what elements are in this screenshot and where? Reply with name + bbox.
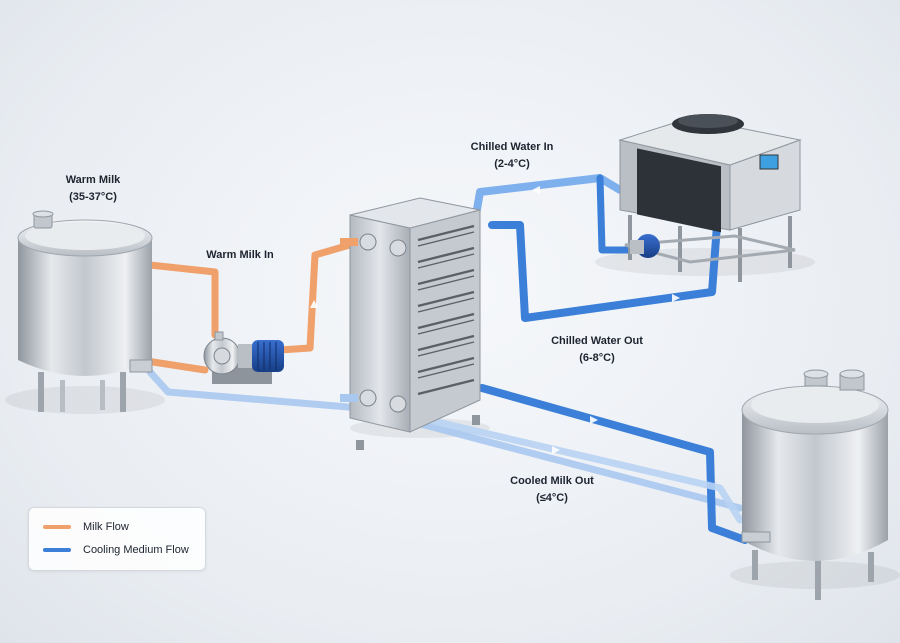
chilled-water-out-pipe	[488, 208, 722, 322]
cooled-milk-out-label: Cooled Milk Out (≤4°C)	[502, 473, 602, 507]
cooling-flow-swatch	[43, 548, 71, 552]
warm-milk-tank-label: Warm Milk (35-37°C)	[45, 172, 141, 206]
legend-label-milk-flow: Milk Flow	[83, 521, 129, 533]
warm-milk-in-label: Warm Milk In	[195, 247, 285, 264]
warm-milk-in-text: Warm Milk In	[206, 249, 274, 261]
chiller-loop-pipe	[596, 174, 634, 254]
legend: Milk Flow Cooling Medium Flow	[28, 507, 206, 571]
milk-pipe-pump-to-exchanger	[276, 238, 364, 354]
cooled-milk-out-temp: (≤4°C)	[536, 492, 568, 504]
warm-milk-tank	[17, 210, 153, 412]
warm-milk-tank-title: Warm Milk	[65, 174, 121, 186]
legend-item-milk-flow: Milk Flow	[43, 521, 129, 533]
chilled-water-out-title: Chilled Water Out	[551, 335, 643, 347]
cooled-milk-tank	[741, 369, 889, 600]
milk-flow-swatch	[43, 525, 71, 529]
cooled-milk-return-pipe	[146, 368, 744, 512]
plate-heat-exchanger	[340, 197, 481, 450]
chilled-water-in-title: Chilled Water In	[470, 141, 554, 153]
chilled-water-out-label: Chilled Water Out (6-8°C)	[545, 333, 649, 367]
legend-label-cooling-flow: Cooling Medium Flow	[83, 544, 189, 556]
flow-arrows	[310, 186, 680, 454]
chilled-water-out-temp: (6-8°C)	[579, 352, 615, 364]
legend-item-cooling-flow: Cooling Medium Flow	[43, 544, 189, 556]
water-chiller	[618, 114, 802, 282]
cooled-milk-out-title: Cooled Milk Out	[510, 475, 594, 487]
milk-pump	[203, 331, 284, 384]
chilled-water-in-pipe	[472, 174, 624, 219]
chilled-water-in-temp: (2-4°C)	[494, 158, 530, 170]
chilled-water-in-label: Chilled Water In (2-4°C)	[462, 139, 562, 173]
warm-milk-tank-temp: (35-37°C)	[69, 191, 117, 203]
